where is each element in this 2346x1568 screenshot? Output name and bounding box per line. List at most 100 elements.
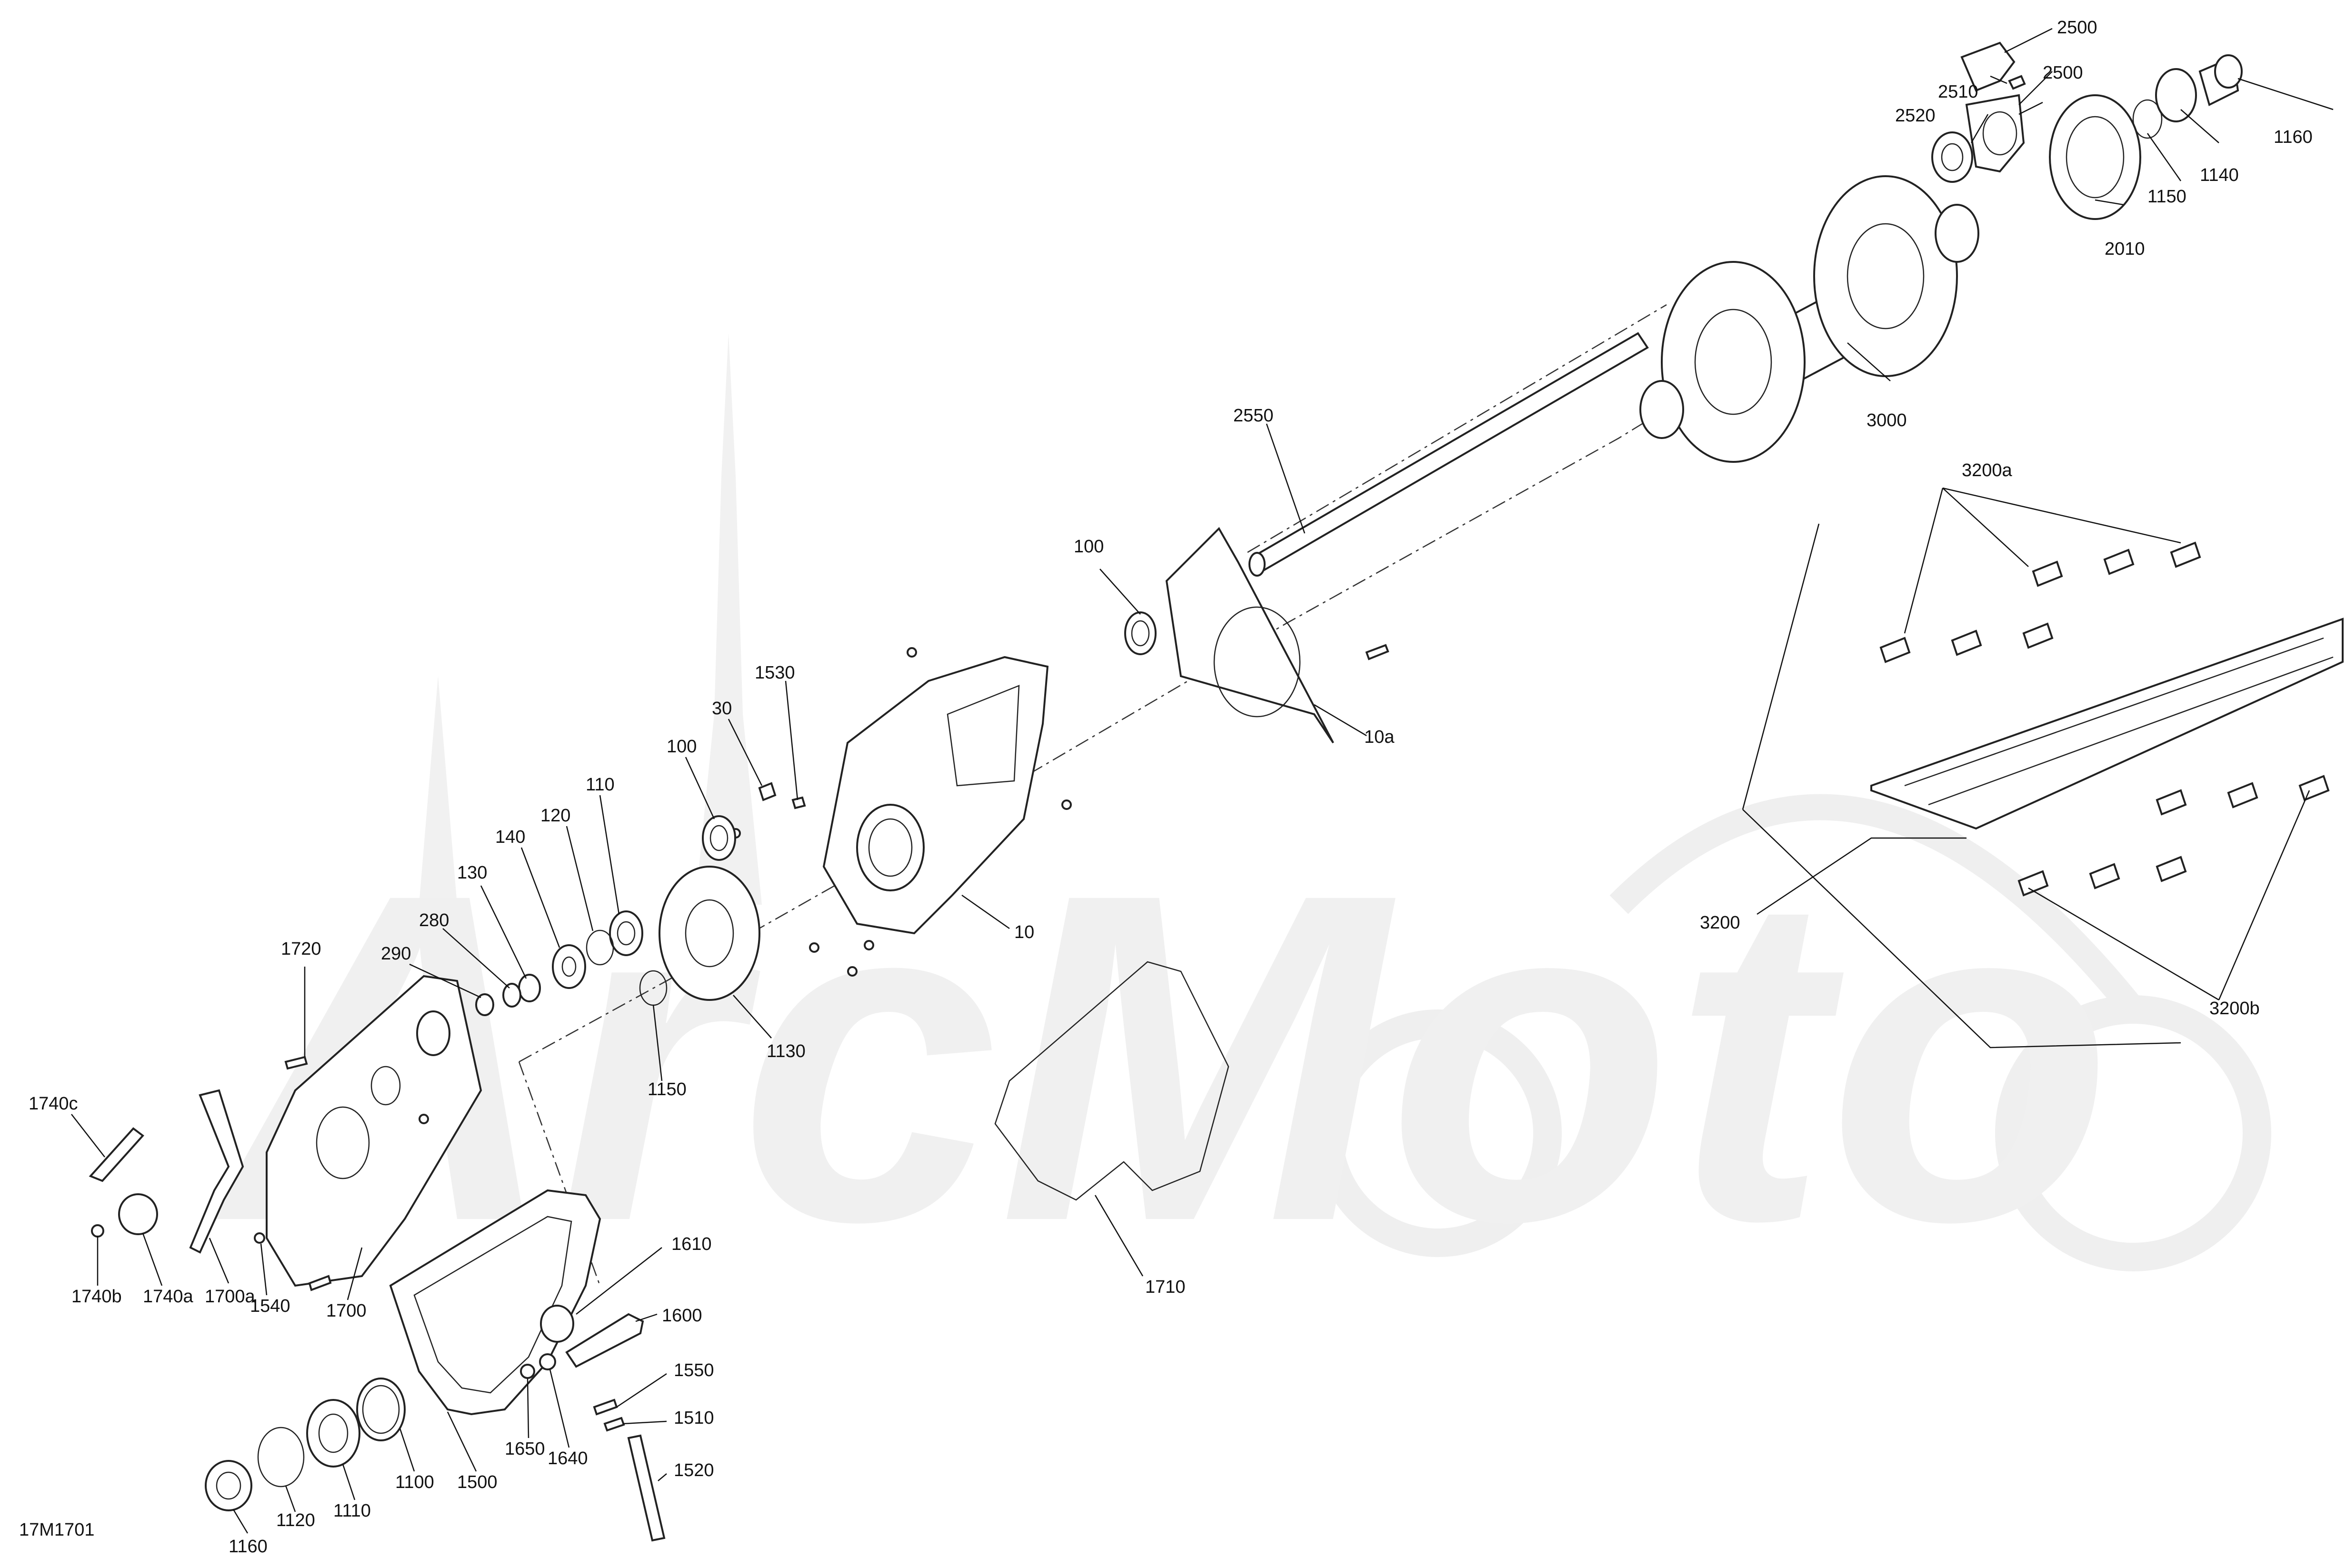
part-1720-bolt xyxy=(284,1056,308,1070)
part-10-chaincase xyxy=(822,656,1049,935)
callout-100-right: 100 xyxy=(1074,537,1104,557)
callout-1160-bottom: 1160 xyxy=(229,1537,268,1557)
part-1700a-bracket xyxy=(189,1089,244,1254)
callout-130: 130 xyxy=(457,863,487,883)
callout-140: 140 xyxy=(495,827,525,847)
part-2010-plate xyxy=(2049,94,2141,220)
part-1120-ring xyxy=(257,1427,305,1488)
callout-1110: 1110 xyxy=(333,1501,371,1521)
callout-1540: 1540 xyxy=(250,1296,290,1316)
callout-1700: 1700 xyxy=(326,1301,367,1321)
callout-1500: 1500 xyxy=(457,1472,498,1492)
part-100-bearing-left xyxy=(702,815,736,861)
callout-1740a: 1740a xyxy=(143,1287,194,1307)
part-10a-pin xyxy=(1365,644,1389,660)
part-1510-pin xyxy=(603,1417,625,1432)
callout-2520: 2520 xyxy=(1895,106,1936,126)
callout-2500-mid: 2500 xyxy=(2043,63,2083,83)
diagram-code: 17M1701 xyxy=(19,1520,94,1540)
callout-2500-top: 2500 xyxy=(2057,18,2097,38)
part-1140-ring xyxy=(2155,68,2197,122)
callout-2510: 2510 xyxy=(1938,82,1978,102)
assembly-axis-shaft xyxy=(1247,304,1667,553)
callout-110: 110 xyxy=(586,775,615,795)
part-1100-seal xyxy=(356,1378,406,1441)
part-130-washer xyxy=(518,974,541,1002)
callout-3200a: 3200a xyxy=(1962,460,2013,480)
part-1740a-cap xyxy=(118,1193,158,1235)
watermark-wheel-left xyxy=(1314,1009,1562,1257)
part-110-bearing xyxy=(609,910,643,956)
callout-1700a: 1700a xyxy=(205,1287,256,1307)
callout-1640: 1640 xyxy=(548,1448,588,1468)
part-1530-pin xyxy=(791,796,806,809)
part-3000-drive-axle xyxy=(1639,175,1979,463)
part-3200b-clips xyxy=(2017,775,2330,897)
part-290-nut xyxy=(475,993,494,1016)
watermark-spire xyxy=(695,333,762,905)
part-1740c-hose xyxy=(89,1127,144,1182)
part-1740b-screw xyxy=(91,1224,104,1238)
part-1150-ring-top xyxy=(2132,99,2163,139)
part-1540-plug xyxy=(254,1232,265,1244)
callout-1120: 1120 xyxy=(276,1510,315,1530)
callout-1610: 1610 xyxy=(671,1234,712,1254)
callout-1740b: 1740b xyxy=(71,1287,122,1307)
part-1550-spring xyxy=(593,1398,618,1416)
part-1110-bearing xyxy=(306,1399,360,1468)
part-1700-bolts xyxy=(308,1114,429,1291)
watermark-spire-small xyxy=(419,676,457,905)
part-140-gear xyxy=(552,944,586,989)
callout-1650: 1650 xyxy=(505,1439,545,1459)
callout-2550: 2550 xyxy=(1233,406,1274,426)
part-1600-arm xyxy=(565,1313,644,1368)
part-2500-clip xyxy=(1960,41,2016,92)
part-1520-rod xyxy=(627,1434,666,1542)
callout-280: 280 xyxy=(419,910,449,930)
part-1130-sprocket xyxy=(659,866,760,1001)
part-2550-shaft xyxy=(1248,332,1649,577)
part-1710-gasket xyxy=(994,961,1229,1201)
part-3200-track xyxy=(1870,618,2344,830)
callout-1530: 1530 xyxy=(755,663,795,683)
part-100-seal-right xyxy=(1124,611,1157,655)
part-2520-bearing xyxy=(1931,131,1973,183)
part-10a-gasket xyxy=(1165,527,1334,744)
callout-labels: 2500 2510 2520 2500 1160 1140 1150 2010 … xyxy=(29,18,2313,1557)
part-120-ring xyxy=(586,929,614,966)
part-1160-cap-bottom xyxy=(205,1460,252,1511)
part-2500-housing xyxy=(1965,94,2025,173)
callout-10: 10 xyxy=(1014,922,1034,942)
part-2510-pin xyxy=(2008,75,2026,90)
callout-1710: 1710 xyxy=(1145,1277,1186,1297)
callout-120: 120 xyxy=(540,806,570,826)
callout-2010: 2010 xyxy=(2105,239,2145,259)
callout-290: 290 xyxy=(381,944,411,964)
callout-1550: 1550 xyxy=(674,1360,714,1380)
callout-1740c: 1740c xyxy=(29,1094,78,1114)
part-280-washer xyxy=(502,983,521,1008)
callout-1100: 1100 xyxy=(395,1472,434,1492)
part-1640-bolt xyxy=(539,1353,556,1370)
callout-100-left: 100 xyxy=(667,737,697,757)
watermark-frame xyxy=(1609,794,2144,1018)
part-30-nut xyxy=(758,782,777,801)
leader-lines xyxy=(71,28,2334,1534)
callout-1520: 1520 xyxy=(674,1460,714,1480)
callout-1150-mid: 1150 xyxy=(648,1079,687,1099)
callout-3200b: 3200b xyxy=(2209,999,2260,1019)
callout-1600: 1600 xyxy=(662,1306,702,1326)
callout-1150-top: 1150 xyxy=(2147,187,2186,207)
callout-3000: 3000 xyxy=(1867,410,1907,430)
callout-1130: 1130 xyxy=(767,1041,806,1061)
part-1700-cover xyxy=(266,975,482,1287)
part-1650-washer xyxy=(520,1364,535,1379)
watermark-logo: ArcMoto xyxy=(206,333,2271,1318)
callout-10a: 10a xyxy=(1364,727,1395,747)
callout-1140: 1140 xyxy=(2200,165,2239,185)
callout-1160-top: 1160 xyxy=(2274,127,2313,147)
callout-3200: 3200 xyxy=(1700,913,1740,933)
part-3200a-clips xyxy=(1879,541,2201,663)
callout-30: 30 xyxy=(712,699,732,719)
